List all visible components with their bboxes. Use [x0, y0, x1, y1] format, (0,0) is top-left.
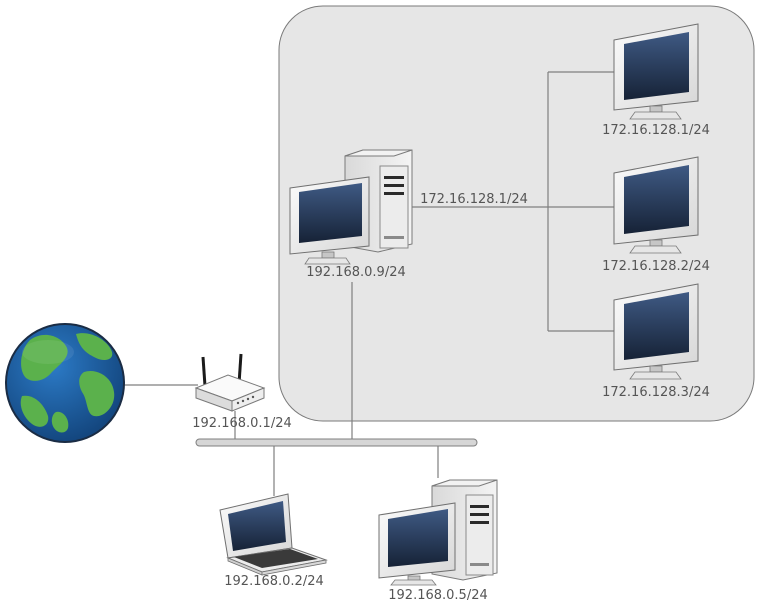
workstation-address-label: 192.168.0.5/24 — [388, 588, 488, 603]
connections — [124, 71, 614, 496]
client-1-address-label: 172.16.128.1/24 — [602, 123, 710, 138]
laptop-address-label: 192.168.0.2/24 — [224, 574, 324, 589]
client-monitor-1 — [613, 23, 699, 120]
gateway-lan-address-label: 192.168.0.9/24 — [306, 265, 406, 280]
monitor-icon — [613, 23, 699, 120]
gateway-internal-address-label: 172.16.128.1/24 — [420, 192, 528, 207]
client-3-address-label: 172.16.128.3/24 — [602, 385, 710, 400]
workstation-computer — [378, 479, 498, 586]
router-address-label: 192.168.0.1/24 — [192, 416, 292, 431]
monitor-icon — [613, 156, 699, 254]
monitor-icon — [613, 283, 699, 380]
wireless-router-icon — [194, 353, 266, 412]
globe-icon — [5, 323, 125, 443]
desktop-computer-icon — [378, 502, 456, 586]
laptop-icon — [219, 493, 328, 576]
client-2-address-label: 172.16.128.2/24 — [602, 259, 710, 274]
gateway-computer — [289, 149, 413, 265]
desktop-computer-icon — [289, 176, 370, 265]
client-monitor-2 — [613, 156, 699, 254]
lan-bus — [195, 438, 478, 447]
client-monitor-3 — [613, 283, 699, 380]
